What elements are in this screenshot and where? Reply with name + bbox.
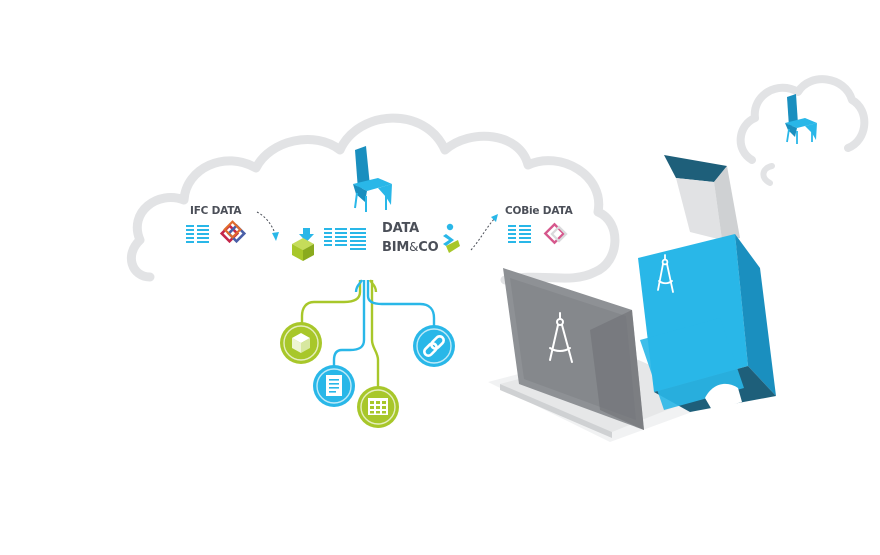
laptop-icon [488, 268, 730, 442]
chair-icon [353, 146, 392, 212]
cube-icon [280, 322, 322, 364]
cobie-data-label: COBie DATA [505, 205, 573, 217]
connector-lines [300, 279, 436, 388]
small-chair-icon [785, 94, 817, 144]
document-lines-icon [324, 228, 366, 250]
brand-data-label: DATA [382, 221, 419, 236]
ifc-logo-icon [219, 220, 247, 244]
arrow-icon [256, 211, 279, 241]
brand-amp-text: & [409, 240, 419, 254]
ifc-data-label: IFC DATA [190, 205, 242, 217]
small-cloud [736, 75, 869, 186]
compass-icon [657, 254, 674, 293]
brand-co-text: CO [418, 240, 439, 255]
main-cloud [126, 113, 620, 285]
table-icon [357, 386, 399, 428]
download-cube-icon [292, 228, 314, 261]
cobie-logo-icon [543, 222, 568, 245]
document-icon [313, 365, 355, 407]
brand-bimandco-label: BIM&CO [382, 240, 439, 255]
compass-icon [549, 312, 573, 363]
arrow-icon [470, 214, 498, 251]
folder-icon [638, 155, 776, 412]
brand-bim-text: BIM [382, 240, 410, 255]
link-icon [413, 325, 455, 367]
bimandco-logo-icon [443, 223, 460, 253]
